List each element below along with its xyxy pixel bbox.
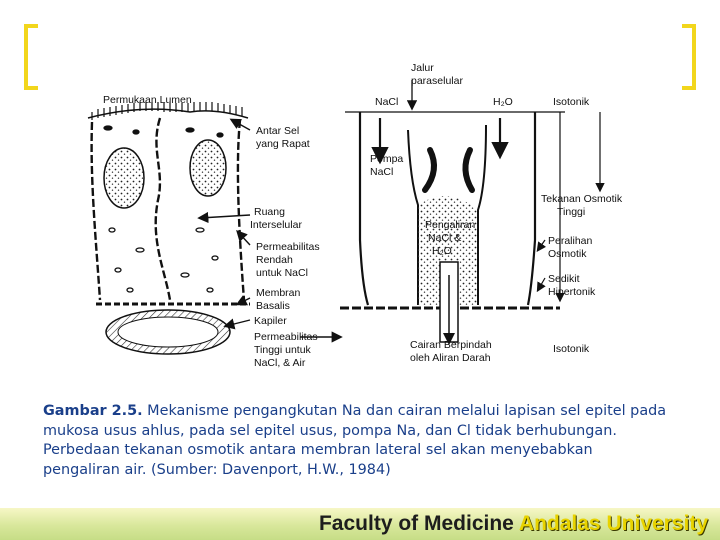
label-cairan-berpindah: Cairan Berpindah xyxy=(410,339,492,351)
right-cell-panel xyxy=(340,80,605,345)
label-antar-sel: Antar Sel xyxy=(256,125,299,137)
label-nacl: NaCl xyxy=(375,96,398,108)
label-hipertonik: Hipertonik xyxy=(548,286,596,298)
label-kapiler: Kapiler xyxy=(254,315,287,327)
label-jalur: Jalur xyxy=(411,62,434,74)
label-sedikit: Sedikit xyxy=(548,273,580,285)
label-untuk-nacl: untuk NaCl xyxy=(256,267,308,279)
caption-label: Gambar 2.5. xyxy=(43,403,143,419)
label-yang-rapat: yang Rapat xyxy=(256,138,310,150)
footer-university: Andalas University xyxy=(518,512,708,535)
label-pengaliran-h2o: H₂O xyxy=(432,245,452,257)
label-tinggi: Tinggi xyxy=(557,206,585,218)
label-pompa: Pompa xyxy=(370,153,403,165)
capillary-shape xyxy=(105,309,231,355)
label-isotonik-top: Isotonik xyxy=(553,96,590,108)
label-membran: Membran xyxy=(256,287,301,299)
footer-faculty: Faculty of Medicine xyxy=(318,512,514,535)
diagram-labels: Permukaan Lumen Jalur paraselular NaCl H… xyxy=(103,62,623,369)
label-pompa-nacl: NaCl xyxy=(370,166,393,178)
label-pengaliran: Pengaliran xyxy=(425,219,475,231)
label-basalis: Basalis xyxy=(256,300,290,312)
label-peralihan: Peralihan xyxy=(548,235,593,247)
label-permukaan-lumen: Permukaan Lumen xyxy=(103,94,192,106)
label-nacl-air: NaCl, & Air xyxy=(254,357,306,369)
label-permeabilitas-rendah: Permeabilitas xyxy=(256,241,320,253)
right-bracket-decoration xyxy=(682,24,696,90)
label-tinggi-untuk: Tinggi untuk xyxy=(254,344,312,356)
left-pointer-arrows xyxy=(197,118,343,343)
label-paraselular: paraselular xyxy=(411,75,463,87)
label-tekanan-osmotik: Tekanan Osmotik xyxy=(541,193,623,205)
label-aliran-darah: oleh Aliran Darah xyxy=(410,352,491,364)
caption-text: Mekanisme pengangkutan Na dan cairan mel… xyxy=(43,403,667,478)
label-rendah: Rendah xyxy=(256,254,293,266)
left-bracket-decoration xyxy=(24,24,38,90)
label-osmotik: Osmotik xyxy=(548,248,587,260)
label-ruang: Ruang xyxy=(254,206,285,218)
label-isotonik-bottom: Isotonik xyxy=(553,343,590,355)
footer-bar xyxy=(0,508,720,540)
label-h2o: H₂O xyxy=(493,96,513,108)
epithelial-transport-diagram: Permukaan Lumen Jalur paraselular NaCl H… xyxy=(87,62,623,369)
left-cell-panel xyxy=(87,102,250,306)
label-permeabilitas-tinggi: Permeabilitas xyxy=(254,331,318,343)
label-interselular: Interselular xyxy=(250,219,302,231)
label-pengaliran-nacl: NaCl & xyxy=(428,232,461,244)
footer-title: Faculty of Medicine Andalas University xyxy=(319,508,708,540)
figure-caption: Gambar 2.5. Mekanisme pengangkutan Na da… xyxy=(43,402,673,480)
